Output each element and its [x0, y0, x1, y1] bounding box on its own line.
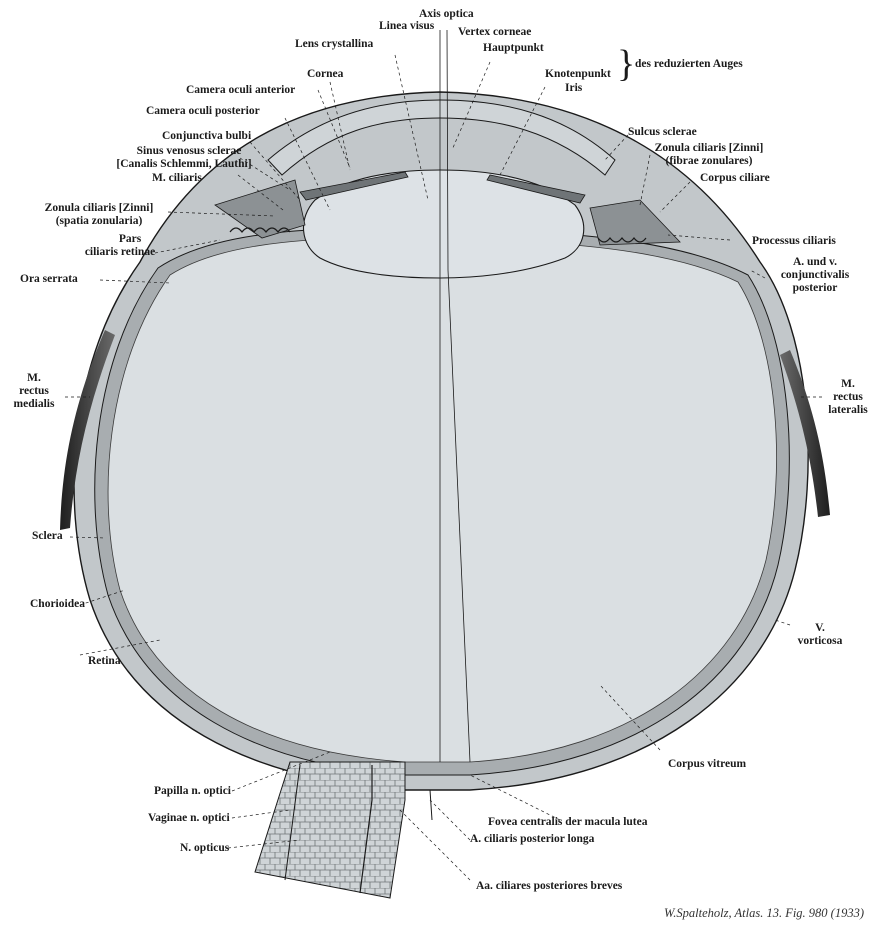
label-a-v-conj-1: A. und v. — [792, 256, 838, 268]
label-processus-ciliaris: Processus ciliaris — [752, 235, 836, 247]
corpus-ciliare-right — [589, 199, 681, 246]
label-zonula-right-2: (fibrae zonulares) — [665, 155, 753, 167]
label-pars-2: ciliaris retinae — [84, 246, 156, 258]
label-sinus-venosus-2: [Canalis Schlemmi, Lauthi] — [116, 158, 252, 170]
label-zonula-left-1: Zonula ciliaris [Zinni] — [44, 202, 154, 214]
label-aa-ciliares-breves: Aa. ciliares posteriores breves — [476, 880, 623, 892]
leader-lines — [65, 54, 822, 881]
cornea-shape — [267, 99, 616, 176]
label-m-rectus-med-3: medialis — [13, 398, 55, 410]
label-lens-crystallina: Lens crystallina — [295, 38, 374, 50]
label-m-ciliaris: M. ciliaris — [152, 172, 202, 184]
label-sclera: Sclera — [32, 530, 63, 542]
label-m-rectus-lat-1: M. — [841, 378, 855, 390]
label-papilla: Papilla n. optici — [154, 785, 231, 797]
label-vertex-corneae: Vertex corneae — [458, 26, 532, 38]
label-iris: Iris — [565, 82, 583, 94]
label-fovea: Fovea centralis der macula lutea — [488, 816, 648, 828]
label-chorioidea: Chorioidea — [30, 598, 85, 610]
n-opticus-shape — [254, 761, 433, 899]
iris-shape — [299, 171, 586, 204]
label-camera-anterior: Camera oculi anterior — [186, 84, 296, 96]
label-knotenpunkt: Knotenpunkt — [545, 68, 611, 80]
label-n-opticus: N. opticus — [180, 842, 230, 854]
label-conjunctiva-bulbi: Conjunctiva bulbi — [162, 130, 252, 142]
label-vaginae: Vaginae n. optici — [148, 812, 230, 824]
label-axis-optica: Axis optica — [419, 8, 474, 20]
label-sulcus-sclerae: Sulcus sclerae — [628, 126, 697, 138]
label-v-vorticosa-2: vorticosa — [797, 635, 843, 647]
label-corpus-ciliare: Corpus ciliare — [700, 172, 770, 184]
label-m-rectus-med-1: M. — [27, 372, 41, 384]
m-rectus-medialis-shape — [60, 330, 115, 530]
label-a-v-conj-2: conjunctivalis — [780, 269, 850, 281]
label-hauptpunkt: Hauptpunkt — [483, 42, 544, 54]
label-m-rectus-lat-3: lateralis — [828, 404, 868, 416]
label-v-vorticosa-1: V. — [815, 622, 825, 634]
label-brace-group: des reduzierten Auges — [635, 58, 743, 70]
label-zonula-right-1: Zonula ciliaris [Zinni] — [654, 142, 764, 154]
label-m-rectus-med-2: rectus — [19, 385, 49, 397]
label-corpus-vitreum: Corpus vitreum — [668, 758, 747, 770]
label-retina: Retina — [88, 655, 121, 667]
corpus-ciliare-left — [214, 179, 306, 239]
label-zonula-left-2: (spatia zonularia) — [55, 215, 143, 227]
label-m-rectus-lat-2: rectus — [833, 391, 863, 403]
label-a-ciliaris-longa: A. ciliaris posterior longa — [470, 833, 595, 845]
m-rectus-lateralis-shape — [780, 350, 830, 517]
label-camera-posterior: Camera oculi posterior — [146, 105, 260, 117]
brace-symbol: } — [617, 43, 636, 85]
label-pars-1: Pars — [118, 233, 142, 245]
label-cornea: Cornea — [307, 68, 344, 80]
axis-lines — [439, 29, 471, 763]
label-ora-serrata: Ora serrata — [20, 273, 78, 285]
label-linea-visus: Linea visus — [379, 20, 435, 32]
corpus-vitreum-shape — [107, 237, 777, 763]
label-sinus-venosus-1: Sinus venosus sclerae — [136, 145, 242, 157]
label-a-v-conj-3: posterior — [792, 282, 838, 294]
figure-credit: W.Spalteholz, Atlas. 13. Fig. 980 (1933) — [664, 906, 864, 920]
